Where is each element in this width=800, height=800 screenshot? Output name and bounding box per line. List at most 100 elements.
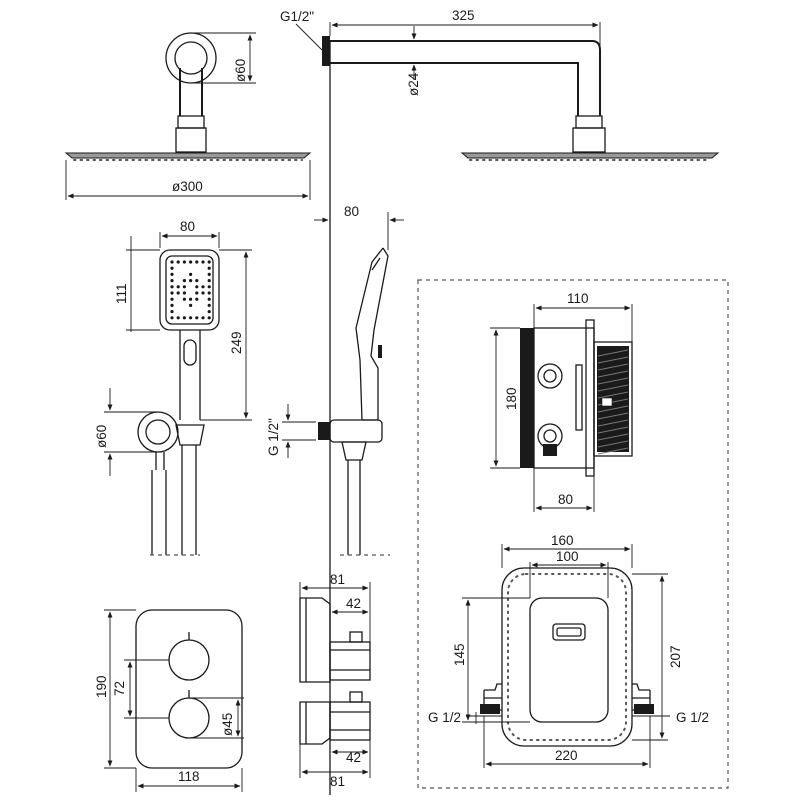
nozzle-dot [195, 279, 199, 283]
nozzle-dot [195, 297, 199, 301]
nozzle-dot [182, 279, 186, 283]
nozzle-dot [207, 285, 211, 289]
hatch-line [597, 405, 629, 413]
mixer-side-top-knob-label: 42 [346, 596, 361, 611]
inlet-thread-label: G1/2" [280, 9, 314, 24]
nozzle-dot [176, 316, 180, 320]
box-inner-width-label: 100 [556, 549, 579, 564]
hatch-line [597, 384, 629, 392]
nozzle-dot [207, 291, 211, 295]
knob-diameter-label: ø45 [220, 713, 235, 736]
shower-head-side-view: G1/2" 325 ø24 [280, 8, 720, 161]
nozzle-dot [207, 310, 211, 314]
hatch-line [597, 349, 629, 357]
box-side-depth-label: 80 [558, 492, 573, 507]
box-total-width-label: 220 [555, 748, 578, 763]
hatch-line [597, 440, 629, 448]
nozzle-dot [170, 285, 174, 289]
nozzle-dot [176, 260, 180, 264]
nozzle-dot [189, 297, 193, 301]
arm-diameter-label: ø24 [406, 72, 421, 96]
nozzle-dot [170, 291, 174, 295]
hatch-line [597, 433, 629, 441]
box-inner-height-label: 145 [452, 643, 467, 666]
nozzle-dot [201, 291, 205, 295]
nozzle-dot [189, 279, 193, 283]
mixer-side-view: 81 42 42 81 [299, 572, 371, 789]
box-left-thread-label: G 1/2 [428, 710, 461, 725]
nozzle-dot [195, 316, 199, 320]
nozzle-dot [201, 316, 205, 320]
hatch-line [597, 370, 629, 378]
nozzle-dot [176, 291, 180, 295]
nozzle-dot [195, 260, 199, 264]
box-side-width-label: 110 [567, 291, 589, 306]
hatch-line [597, 356, 629, 364]
hand-width-label: 80 [180, 219, 195, 234]
hatch-line [597, 391, 629, 399]
mixer-width-label: 118 [178, 769, 200, 784]
box-side-view: 110 180 80 [490, 291, 633, 512]
mixer-side-bottom-knob-label: 42 [346, 750, 361, 765]
box-outer-height-label: 207 [668, 645, 683, 668]
hand-total-height-label: 249 [229, 331, 244, 354]
box-front-view: 160 100 145 207 G 1/2 G 1/2 220 [428, 533, 709, 768]
shower-head-front-view: ø60 ø300 [64, 32, 312, 200]
nozzle-dot [207, 260, 211, 264]
nozzle-dot [207, 272, 211, 276]
nozzle-dot [207, 279, 211, 283]
box-side-height-label: 180 [504, 387, 519, 410]
hand-shower-front-view: 80 111 249 ø60 [94, 219, 252, 556]
nozzle-dot [170, 303, 174, 307]
mixer-side-bottom-depth-label: 81 [330, 774, 345, 789]
spray-nozzles [170, 260, 211, 320]
nozzle-dot [195, 285, 199, 289]
hatch-line [597, 419, 629, 427]
nozzle-dot [182, 297, 186, 301]
nozzle-dot [207, 297, 211, 301]
nozzle-dot [195, 291, 199, 295]
knob-spacing-label: 72 [112, 681, 127, 696]
mixer-side-top-depth-label: 81 [330, 572, 345, 587]
box-side-hatch [597, 349, 629, 455]
nozzle-dot [189, 316, 193, 320]
nozzle-dot [201, 260, 205, 264]
mixer-height-label: 190 [94, 675, 109, 698]
nozzle-dot [170, 297, 174, 301]
nozzle-dot [182, 291, 186, 295]
hatch-line [597, 426, 629, 434]
nozzle-dot [170, 310, 174, 314]
nozzle-dot [182, 285, 186, 289]
hand-side-depth-label: 80 [344, 204, 359, 219]
nozzle-dot [170, 279, 174, 283]
box-right-thread-label: G 1/2 [676, 710, 709, 725]
nozzle-dot [189, 272, 193, 276]
nozzle-dot [189, 260, 193, 264]
holder-diameter-label: ø60 [94, 425, 109, 448]
nozzle-dot [170, 272, 174, 276]
nozzle-dot [170, 316, 174, 320]
nozzle-dot [207, 303, 211, 307]
nozzle-dot [176, 285, 180, 289]
nozzle-dot [182, 260, 186, 264]
nozzle-dot [207, 266, 211, 270]
mixer-front-view: 190 72 ø45 118 [94, 609, 244, 792]
box-outer-width-label: 160 [551, 533, 574, 548]
inwall-box-frame [417, 279, 729, 789]
arm-length-label: 325 [452, 8, 475, 23]
flange-diameter-label: ø60 [233, 59, 248, 82]
hatch-line [597, 377, 629, 385]
nozzle-dot [170, 266, 174, 270]
hatch-line [597, 363, 629, 371]
hatch-line [597, 447, 629, 455]
nozzle-dot [170, 260, 174, 264]
nozzle-dot [201, 285, 205, 289]
nozzle-dot [182, 316, 186, 320]
hand-outlet-thread-label: G 1/2" [266, 418, 281, 456]
head-diameter-label: ø300 [172, 179, 203, 194]
hand-head-height-label: 111 [114, 283, 129, 304]
nozzle-dot [207, 316, 211, 320]
hand-shower-side-view: 80 G 1/2" [266, 204, 404, 556]
nozzle-dot [189, 303, 193, 307]
